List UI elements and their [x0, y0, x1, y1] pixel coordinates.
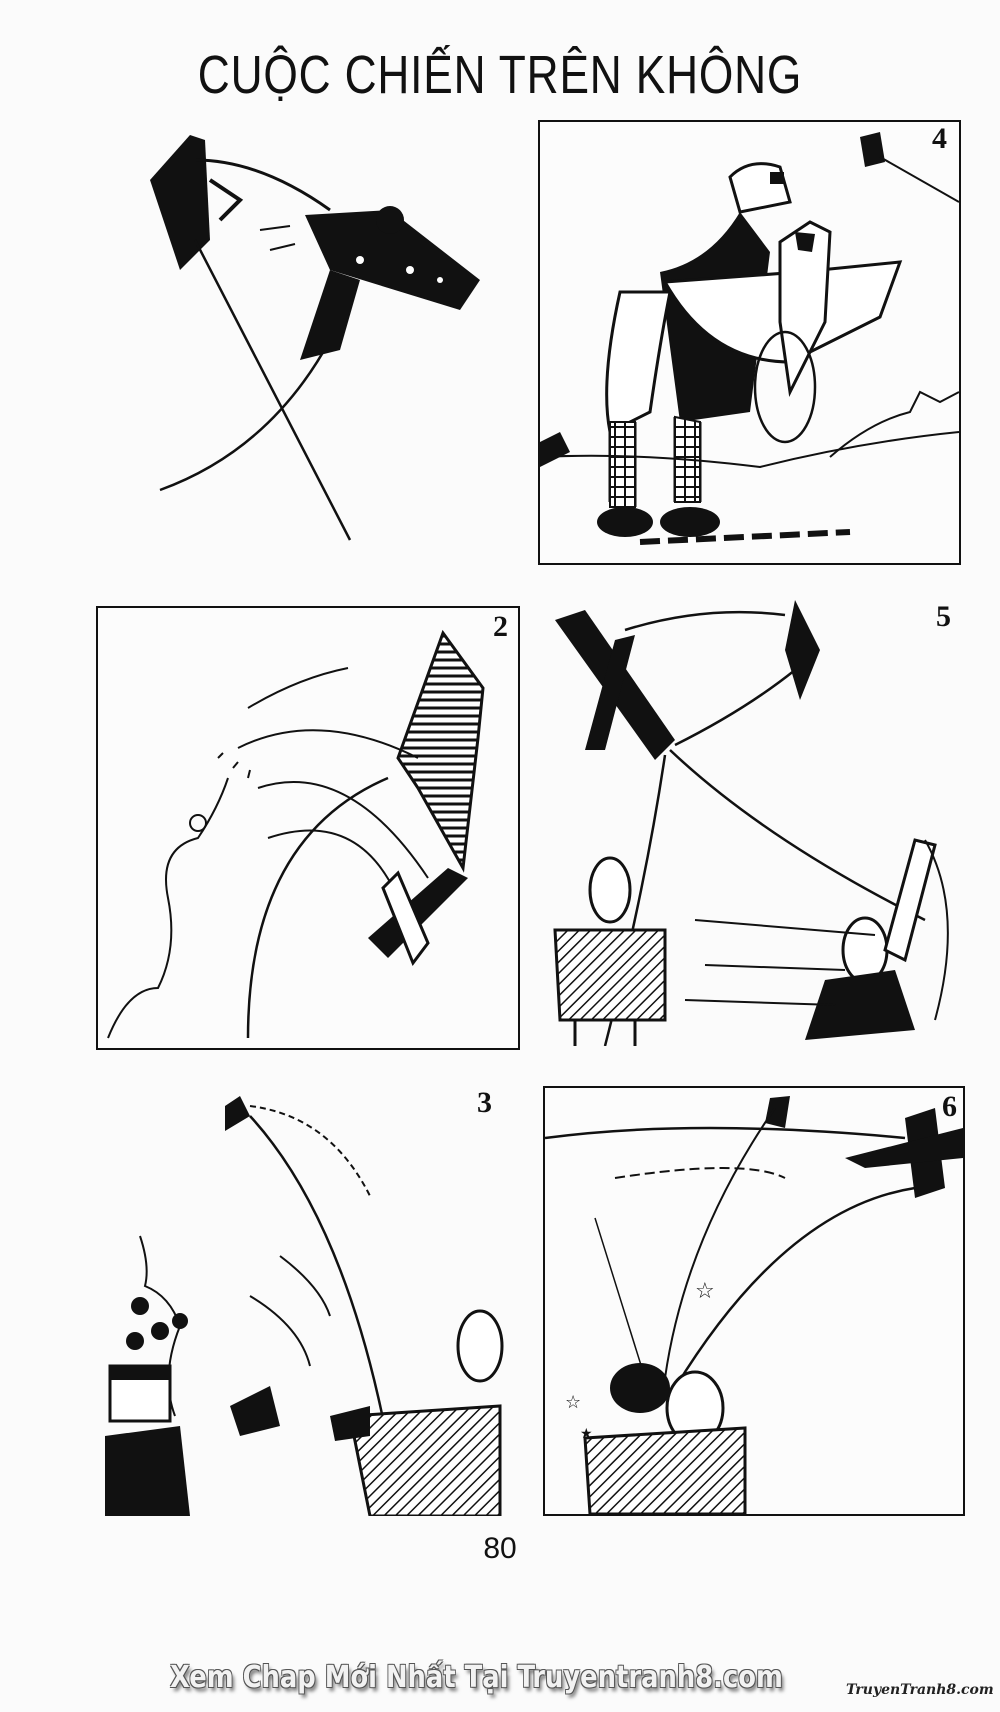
panel-number: 4 [932, 122, 947, 155]
panel-number: 6 [942, 1090, 957, 1123]
comic-panel-6: ☆ ☆ ★ 6 [543, 1086, 965, 1516]
two-men-tugging-kites-illustration [553, 600, 949, 1046]
kite-tangle-illustration [150, 135, 480, 541]
watermark-logo: TruyenTranh8.com [846, 1682, 994, 1698]
panel-number: 3 [477, 1086, 492, 1119]
svg-text:★: ★ [580, 1426, 593, 1442]
svg-text:☆: ☆ [565, 1392, 581, 1413]
comic-panel-3: 2 [96, 606, 520, 1050]
page-title: CUỘC CHIẾN TRÊN KHÔNG [197, 45, 803, 105]
panel-number: 5 [936, 600, 951, 633]
striped-kite-and-biplane-illustration [107, 629, 485, 1039]
comic-panel-1 [100, 120, 500, 550]
comic-panel-4: 5 [545, 590, 965, 1046]
comic-panel-5: 3 [100, 1086, 520, 1516]
smoking-man-and-bald-man-illustration [105, 1096, 504, 1516]
svg-text:☆: ☆ [695, 1279, 715, 1304]
page-number: 80 [483, 1532, 517, 1565]
panel-number: 2 [493, 610, 508, 643]
comic-panel-2: 4 [538, 120, 961, 565]
watermark-link[interactable]: Xem Chap Mới Nhất Tại Truyentranh8.com [170, 1660, 783, 1695]
man-with-bird-kite-illustration [540, 132, 959, 545]
kite-crash-on-heads-illustration: ☆ ☆ ★ [545, 1096, 963, 1514]
